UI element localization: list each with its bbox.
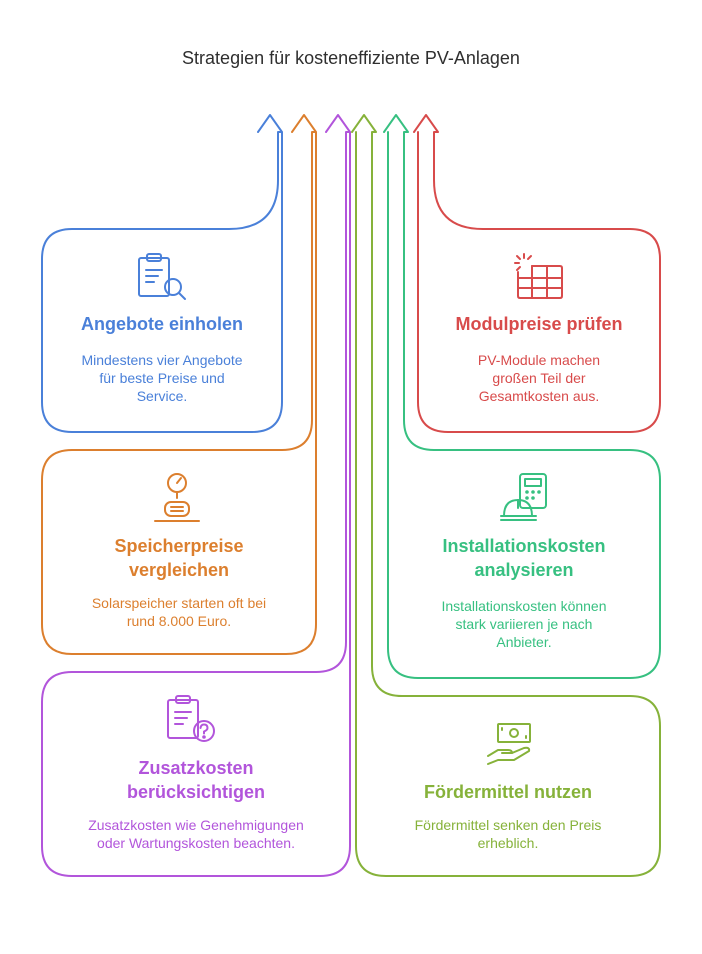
card-installation-desc-line: Installationskosten können: [441, 598, 607, 614]
solar-panel-icon: [514, 253, 563, 299]
card-angebote-desc-line: Mindestens vier Angebote: [81, 352, 243, 368]
card-zusatz-title: Zusatzkosten berücksichtigen: [42, 756, 350, 804]
card-speicher-title: Speicherpreise vergleichen: [42, 534, 316, 582]
battery-meter-icon: [154, 473, 200, 522]
card-speicher-desc-line: rund 8.000 Euro.: [126, 613, 232, 629]
card-angebote-desc-line: für beste Preise und: [99, 370, 225, 386]
card-foerder-desc-line: Fördermittel senken den Preis: [414, 817, 602, 833]
page-title: Strategien für kosteneffiziente PV-Anlag…: [182, 48, 520, 68]
card-angebote-description: Mindestens vier Angebote für beste Preis…: [42, 351, 282, 405]
card-modul-title: Modulpreise prüfen: [418, 312, 660, 336]
card-speicher-description: Solarspeicher starten oft bei rund 8.000…: [42, 594, 316, 630]
connector-speicher: [41, 114, 317, 655]
card-zusatz-desc-line: Zusatzkosten wie Genehmigungen: [88, 817, 304, 833]
clipboard-search-icon: [138, 253, 186, 300]
card-foerder-description: Fördermittel senken den Preis erheblich.: [356, 816, 660, 852]
card-installation-title-line: Installationskosten: [442, 536, 606, 556]
card-angebote-desc-line: Service.: [136, 388, 188, 404]
card-zusatz-title-line: berücksichtigen: [126, 782, 266, 802]
connector-zusatz: [41, 114, 351, 877]
card-installation-title: Installationskosten analysieren: [388, 534, 660, 582]
connector-modul: [413, 114, 661, 433]
connector-installation: [383, 114, 661, 679]
card-modul-desc-line: PV-Module machen: [477, 352, 601, 368]
card-installation-description: Installationskosten können stark variier…: [388, 597, 660, 651]
connector-angebote: [41, 114, 283, 433]
card-zusatz-desc-line: oder Wartungskosten beachten.: [97, 835, 295, 851]
connector-foerder: [351, 114, 661, 877]
card-speicher-desc-line: Solarspeicher starten oft bei: [91, 595, 267, 611]
card-foerder-desc-line: erheblich.: [477, 835, 539, 851]
card-installation-desc-line: Anbieter.: [496, 634, 552, 650]
card-modul-desc-line: großen Teil der: [492, 370, 586, 386]
hand-money-icon: [487, 723, 531, 765]
card-speicher-title-line: vergleichen: [128, 560, 230, 580]
hardhat-calculator-icon: [500, 473, 547, 521]
clipboard-question-icon: [167, 695, 215, 742]
card-angebote-title-line: Angebote einholen: [81, 314, 243, 334]
card-foerder-title-line: Fördermittel nutzen: [423, 782, 592, 802]
card-speicher-title-line: Speicherpreise: [114, 536, 244, 556]
card-angebote-title: Angebote einholen: [42, 312, 282, 336]
card-modul-title-line: Modulpreise prüfen: [455, 314, 623, 334]
card-zusatz-title-line: Zusatzkosten: [138, 758, 254, 778]
card-foerder-title: Fördermittel nutzen: [356, 780, 660, 804]
card-modul-desc-line: Gesamtkosten aus.: [478, 388, 600, 404]
card-zusatz-description: Zusatzkosten wie Genehmigungen oder Wart…: [42, 816, 350, 852]
card-modul-description: PV-Module machen großen Teil der Gesamtk…: [418, 351, 660, 405]
card-installation-desc-line: stark variieren je nach: [455, 616, 593, 632]
card-installation-title-line: analysieren: [474, 560, 574, 580]
